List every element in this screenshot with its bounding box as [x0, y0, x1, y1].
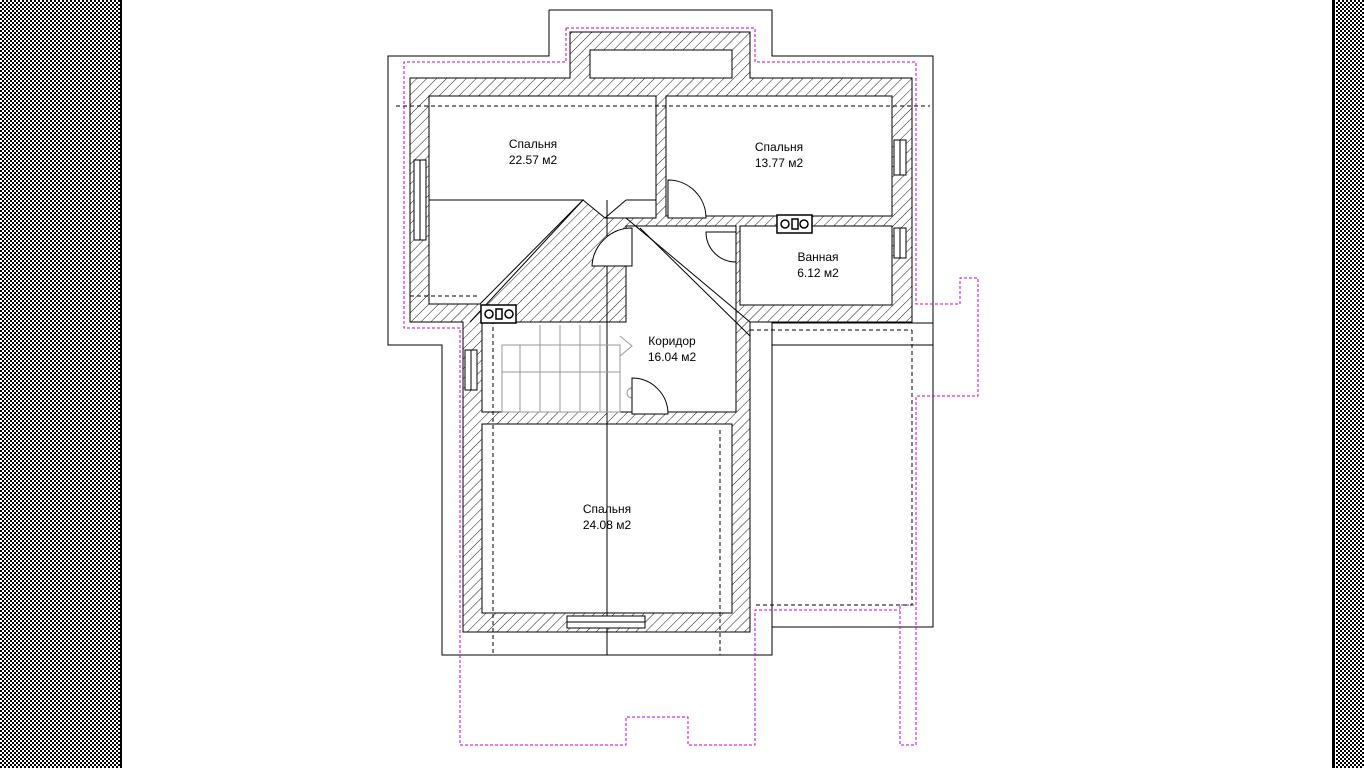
room-label-bedroom-3: Спальня 24.08 м2 [583, 502, 632, 532]
room-label-bedroom-2: Спальня 13.77 м2 [755, 140, 804, 170]
room-area: 22.57 м2 [509, 153, 558, 167]
door-swings [591, 179, 737, 415]
room-label-bathroom: Ванная 6.12 м2 [797, 250, 839, 280]
corridor-diagonals [469, 199, 751, 655]
staircase [501, 325, 638, 413]
room-name: Спальня [583, 502, 631, 516]
room-name: Спальня [509, 137, 557, 151]
walls [409, 31, 913, 633]
room-name: Спальня [755, 140, 803, 154]
room-area: 13.77 м2 [755, 156, 804, 170]
dashed-outline [403, 27, 979, 746]
left-border-line [120, 0, 122, 768]
right-border-line [1332, 0, 1335, 768]
room-name: Коридор [648, 334, 696, 348]
room-name: Ванная [797, 250, 838, 264]
windows [413, 139, 907, 629]
room-label-bedroom-1: Спальня 22.57 м2 [509, 137, 558, 167]
room-label-corridor: Коридор 16.04 м2 [648, 334, 697, 364]
right-pattern-strip [1336, 0, 1364, 768]
vent-boxes [480, 214, 813, 324]
left-pattern-strip [0, 0, 120, 768]
room-area: 6.12 м2 [797, 266, 839, 280]
room-area: 16.04 м2 [648, 350, 697, 364]
room-area: 24.08 м2 [583, 518, 632, 532]
roof-outline [387, 9, 934, 656]
